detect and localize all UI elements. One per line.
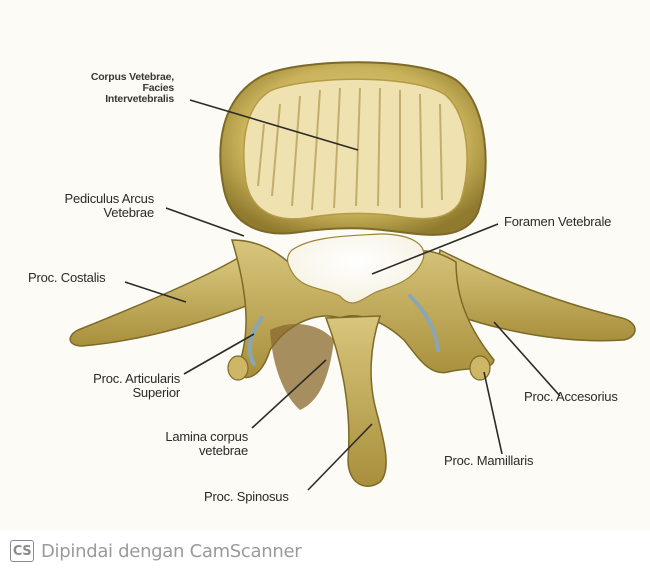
lamina-shadow (270, 324, 334, 410)
label-proc-articularis: Proc. Articularis Superior (44, 372, 180, 400)
label-proc-spinosus: Proc. Spinosus (204, 490, 289, 504)
leader-mamillaris (484, 372, 502, 454)
label-foramen-vetebrale: Foramen Vetebrale (504, 215, 611, 229)
label-proc-accesorius: Proc. Accesorius (524, 390, 618, 404)
label-lamina-corpus: Lamina corpus vetebrae (130, 430, 248, 458)
leader-pediculus (166, 208, 244, 236)
label-proc-mamillaris: Proc. Mamillaris (444, 454, 533, 468)
camscanner-footer: CS Dipindai dengan CamScanner (10, 538, 301, 564)
proc-mamillaris-right (470, 356, 490, 380)
label-pediculus-arcus: Pediculus Arcus Vetebrae (30, 192, 154, 220)
camscanner-text: Dipindai dengan CamScanner (41, 541, 301, 562)
proc-mamillaris-left (228, 356, 248, 380)
camscanner-logo: CS (10, 540, 34, 562)
label-corpus-vetebrae: Corpus Vetebrae, Facies Intervetebralis (54, 72, 174, 105)
label-proc-costalis: Proc. Costalis (28, 271, 105, 285)
proc-spinosus (326, 316, 386, 486)
